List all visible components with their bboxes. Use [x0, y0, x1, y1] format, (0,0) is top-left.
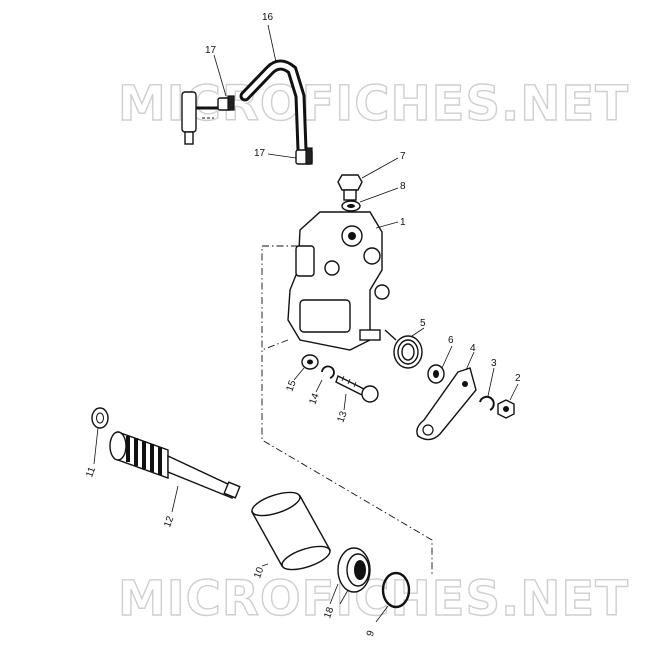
callout-6: 6 — [448, 335, 454, 346]
pump-mount-washer — [293, 354, 319, 381]
callout-17-upper: 17 — [205, 45, 217, 56]
watermark-bottom: MICROFICHES.NET — [118, 571, 629, 627]
oil-seal — [329, 547, 371, 605]
callout-14: 14 — [308, 391, 322, 406]
sealing-washer — [341, 187, 399, 212]
callout-5: 5 — [420, 318, 426, 329]
spring-washer — [315, 365, 335, 393]
circlip — [479, 367, 495, 411]
hose-fitting — [181, 91, 220, 145]
mounting-screw — [335, 375, 379, 411]
callout-18: 18 — [322, 605, 336, 620]
callout-7: 7 — [400, 151, 406, 162]
hose-clamp-lower — [267, 147, 313, 165]
callout-2: 2 — [515, 373, 521, 384]
callout-3: 3 — [491, 358, 497, 369]
watermark-top: MICROFICHES.NET — [118, 76, 629, 132]
oil-hose — [239, 24, 308, 156]
callout-12: 12 — [162, 514, 176, 529]
pump-drive-sleeve — [250, 491, 332, 571]
oil-pump-body — [287, 211, 399, 351]
callout-8: 8 — [400, 181, 406, 192]
callout-15: 15 — [285, 378, 299, 393]
lock-nut — [497, 383, 519, 419]
return-spring — [384, 327, 425, 369]
thrust-washer — [427, 345, 453, 384]
hose-clamp-upper — [213, 54, 235, 111]
o-ring — [375, 571, 411, 623]
callout-10: 10 — [252, 565, 266, 580]
assembly-boundary — [261, 245, 433, 575]
pump-drive-shaft — [109, 431, 241, 513]
callout-9: 9 — [365, 629, 377, 638]
drive-gear-washer — [91, 407, 109, 465]
pump-control-lever — [416, 351, 477, 441]
callout-11: 11 — [84, 465, 98, 479]
callout-1: 1 — [400, 217, 406, 228]
callout-16: 16 — [262, 12, 274, 23]
banjo-bolt — [337, 157, 399, 201]
callout-4: 4 — [470, 343, 476, 354]
callout-17-lower: 17 — [254, 148, 266, 159]
callout-13: 13 — [336, 409, 350, 424]
